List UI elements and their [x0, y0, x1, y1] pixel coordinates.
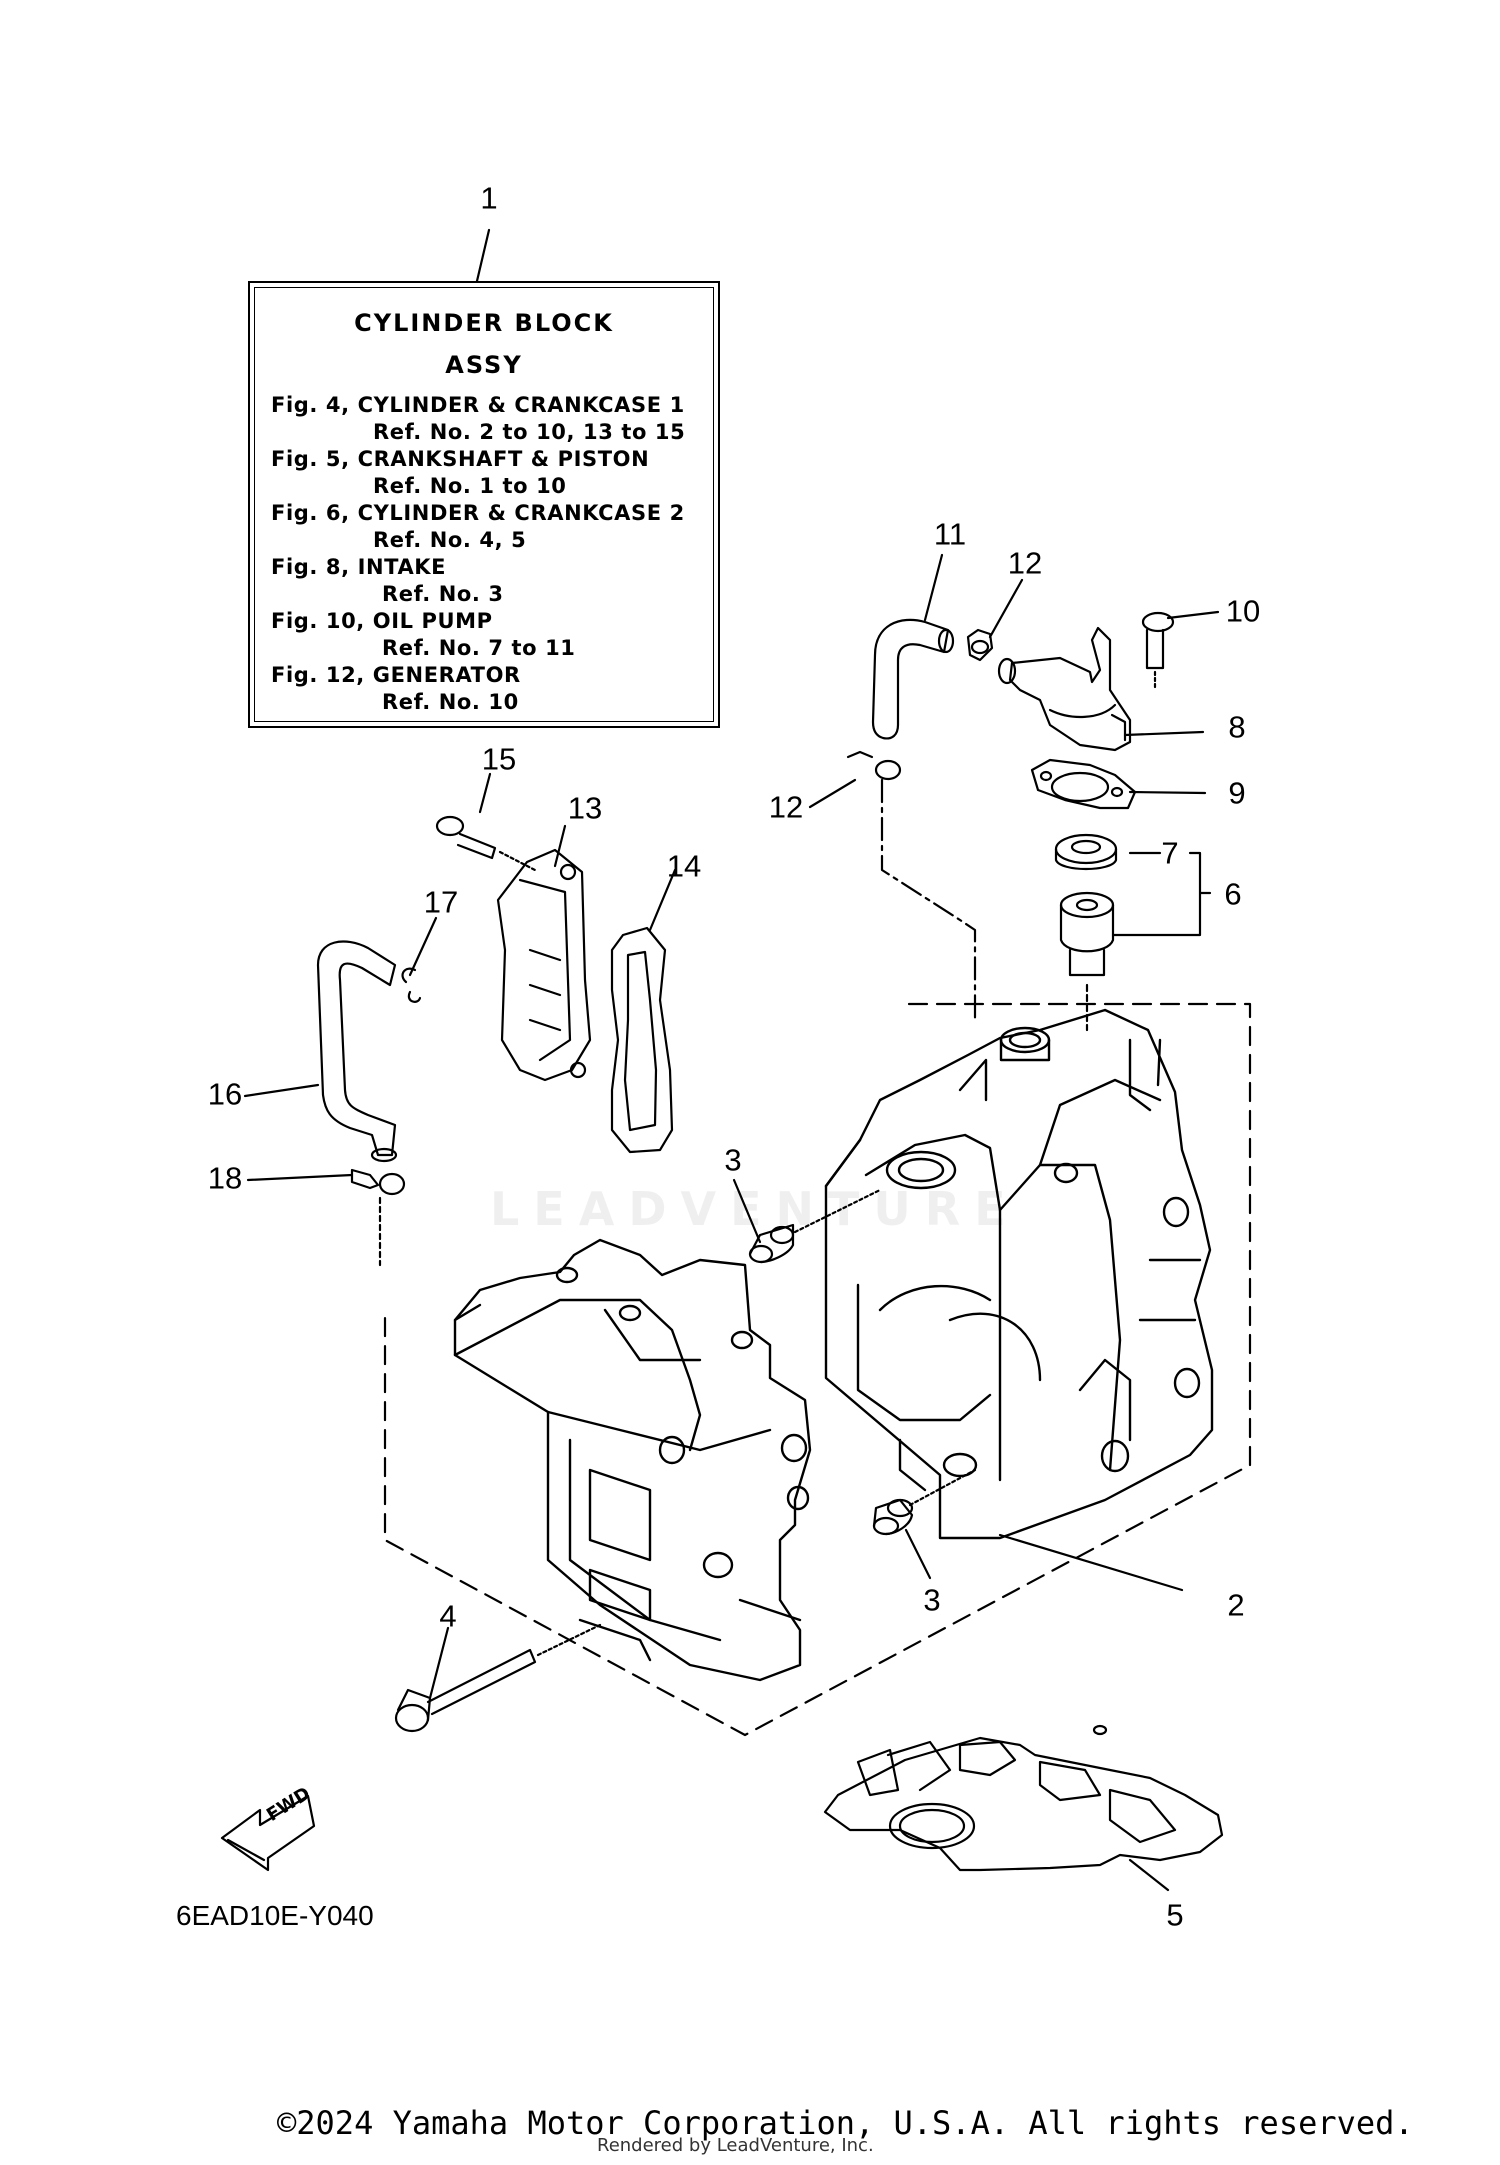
bolt-part-4 [394, 1648, 537, 1733]
rendered-by-notice: Rendered by LeadVenture, Inc. [597, 2135, 874, 2156]
figure-ref-numbers: Ref. No. 3 [382, 582, 504, 606]
figure-reference: Fig. 12, GENERATOR [271, 663, 521, 687]
assembly-reference-inner: CYLINDER BLOCK ASSY Fig. 4, CYLINDER & C… [254, 287, 714, 722]
cylinder-block-part [824, 1008, 1214, 1540]
figure-reference: Fig. 6, CYLINDER & CRANKCASE 2 [271, 501, 685, 525]
callout-17: 17 [423, 884, 459, 920]
callout-3: 3 [724, 1142, 742, 1178]
callout-3: 3 [923, 1582, 941, 1618]
thermostat-part-6 [1059, 891, 1115, 977]
dowel-part-3-upper [748, 1223, 795, 1264]
callout-13: 13 [567, 790, 603, 826]
callout-2: 2 [1227, 1587, 1245, 1623]
assembly-title-line1: CYLINDER BLOCK [354, 309, 614, 337]
callout-7: 7 [1161, 835, 1179, 871]
callout-16: 16 [207, 1076, 243, 1112]
leader-line-1 [475, 228, 491, 283]
callout-12: 12 [1007, 545, 1043, 581]
watermark-text: LEADVENTURE [490, 1182, 1020, 1236]
assembly-envelope [383, 1002, 1252, 1737]
callout-5: 5 [1166, 1897, 1184, 1933]
gasket-part-5 [823, 1724, 1224, 1872]
callout-9: 9 [1228, 775, 1246, 811]
cover-part-8 [997, 626, 1132, 752]
bracket-6 [1111, 851, 1212, 937]
bolt-part-15 [435, 815, 497, 860]
callout-1: 1 [480, 180, 498, 216]
copyright-notice: ©2024 Yamaha Motor Corporation, U.S.A. A… [277, 2104, 1414, 2142]
callout-6: 6 [1224, 876, 1242, 912]
callout-4: 4 [439, 1598, 457, 1634]
callout-14: 14 [666, 848, 702, 884]
callout-15: 15 [481, 741, 517, 777]
figure-reference: Fig. 4, CYLINDER & CRANKCASE 1 [271, 393, 685, 417]
cover-part-13 [496, 848, 592, 1082]
gasket-part-14 [610, 926, 674, 1154]
figure-reference: Fig. 8, INTAKE [271, 555, 447, 579]
callout-12: 12 [768, 789, 804, 825]
clamp-part-12-upper [966, 628, 994, 662]
callout-10: 10 [1225, 593, 1261, 629]
clamp-part-12-lower [846, 750, 902, 781]
gasket-part-9 [1030, 758, 1137, 810]
figure-ref-numbers: Ref. No. 4, 5 [373, 528, 527, 552]
callout-11: 11 [933, 516, 967, 552]
bolt-part-10 [1141, 611, 1175, 670]
assembly-reference-box: CYLINDER BLOCK ASSY Fig. 4, CYLINDER & C… [248, 281, 720, 728]
fwd-arrow-icon [220, 1794, 316, 1872]
callout-8: 8 [1228, 709, 1246, 745]
figure-reference: Fig. 10, OIL PUMP [271, 609, 493, 633]
figure-ref-numbers: Ref. No. 7 to 11 [382, 636, 576, 660]
figure-ref-numbers: Ref. No. 1 to 10 [373, 474, 567, 498]
crankcase-part [453, 1238, 812, 1682]
dowel-part-3-lower [872, 1498, 914, 1536]
clamp-part-18 [350, 1168, 406, 1267]
figure-reference: Fig. 5, CRANKSHAFT & PISTON [271, 447, 650, 471]
washer-part-7 [1054, 833, 1118, 870]
diagram-code: 6EAD10E-Y040 [176, 1900, 374, 1931]
assembly-title-line2: ASSY [445, 351, 523, 379]
figure-ref-numbers: Ref. No. 2 to 10, 13 to 15 [373, 420, 686, 444]
hose-part-11 [871, 618, 955, 740]
figure-ref-numbers: Ref. No. 10 [382, 690, 519, 714]
callout-18: 18 [207, 1160, 243, 1196]
hose-part-16 [316, 940, 398, 1163]
